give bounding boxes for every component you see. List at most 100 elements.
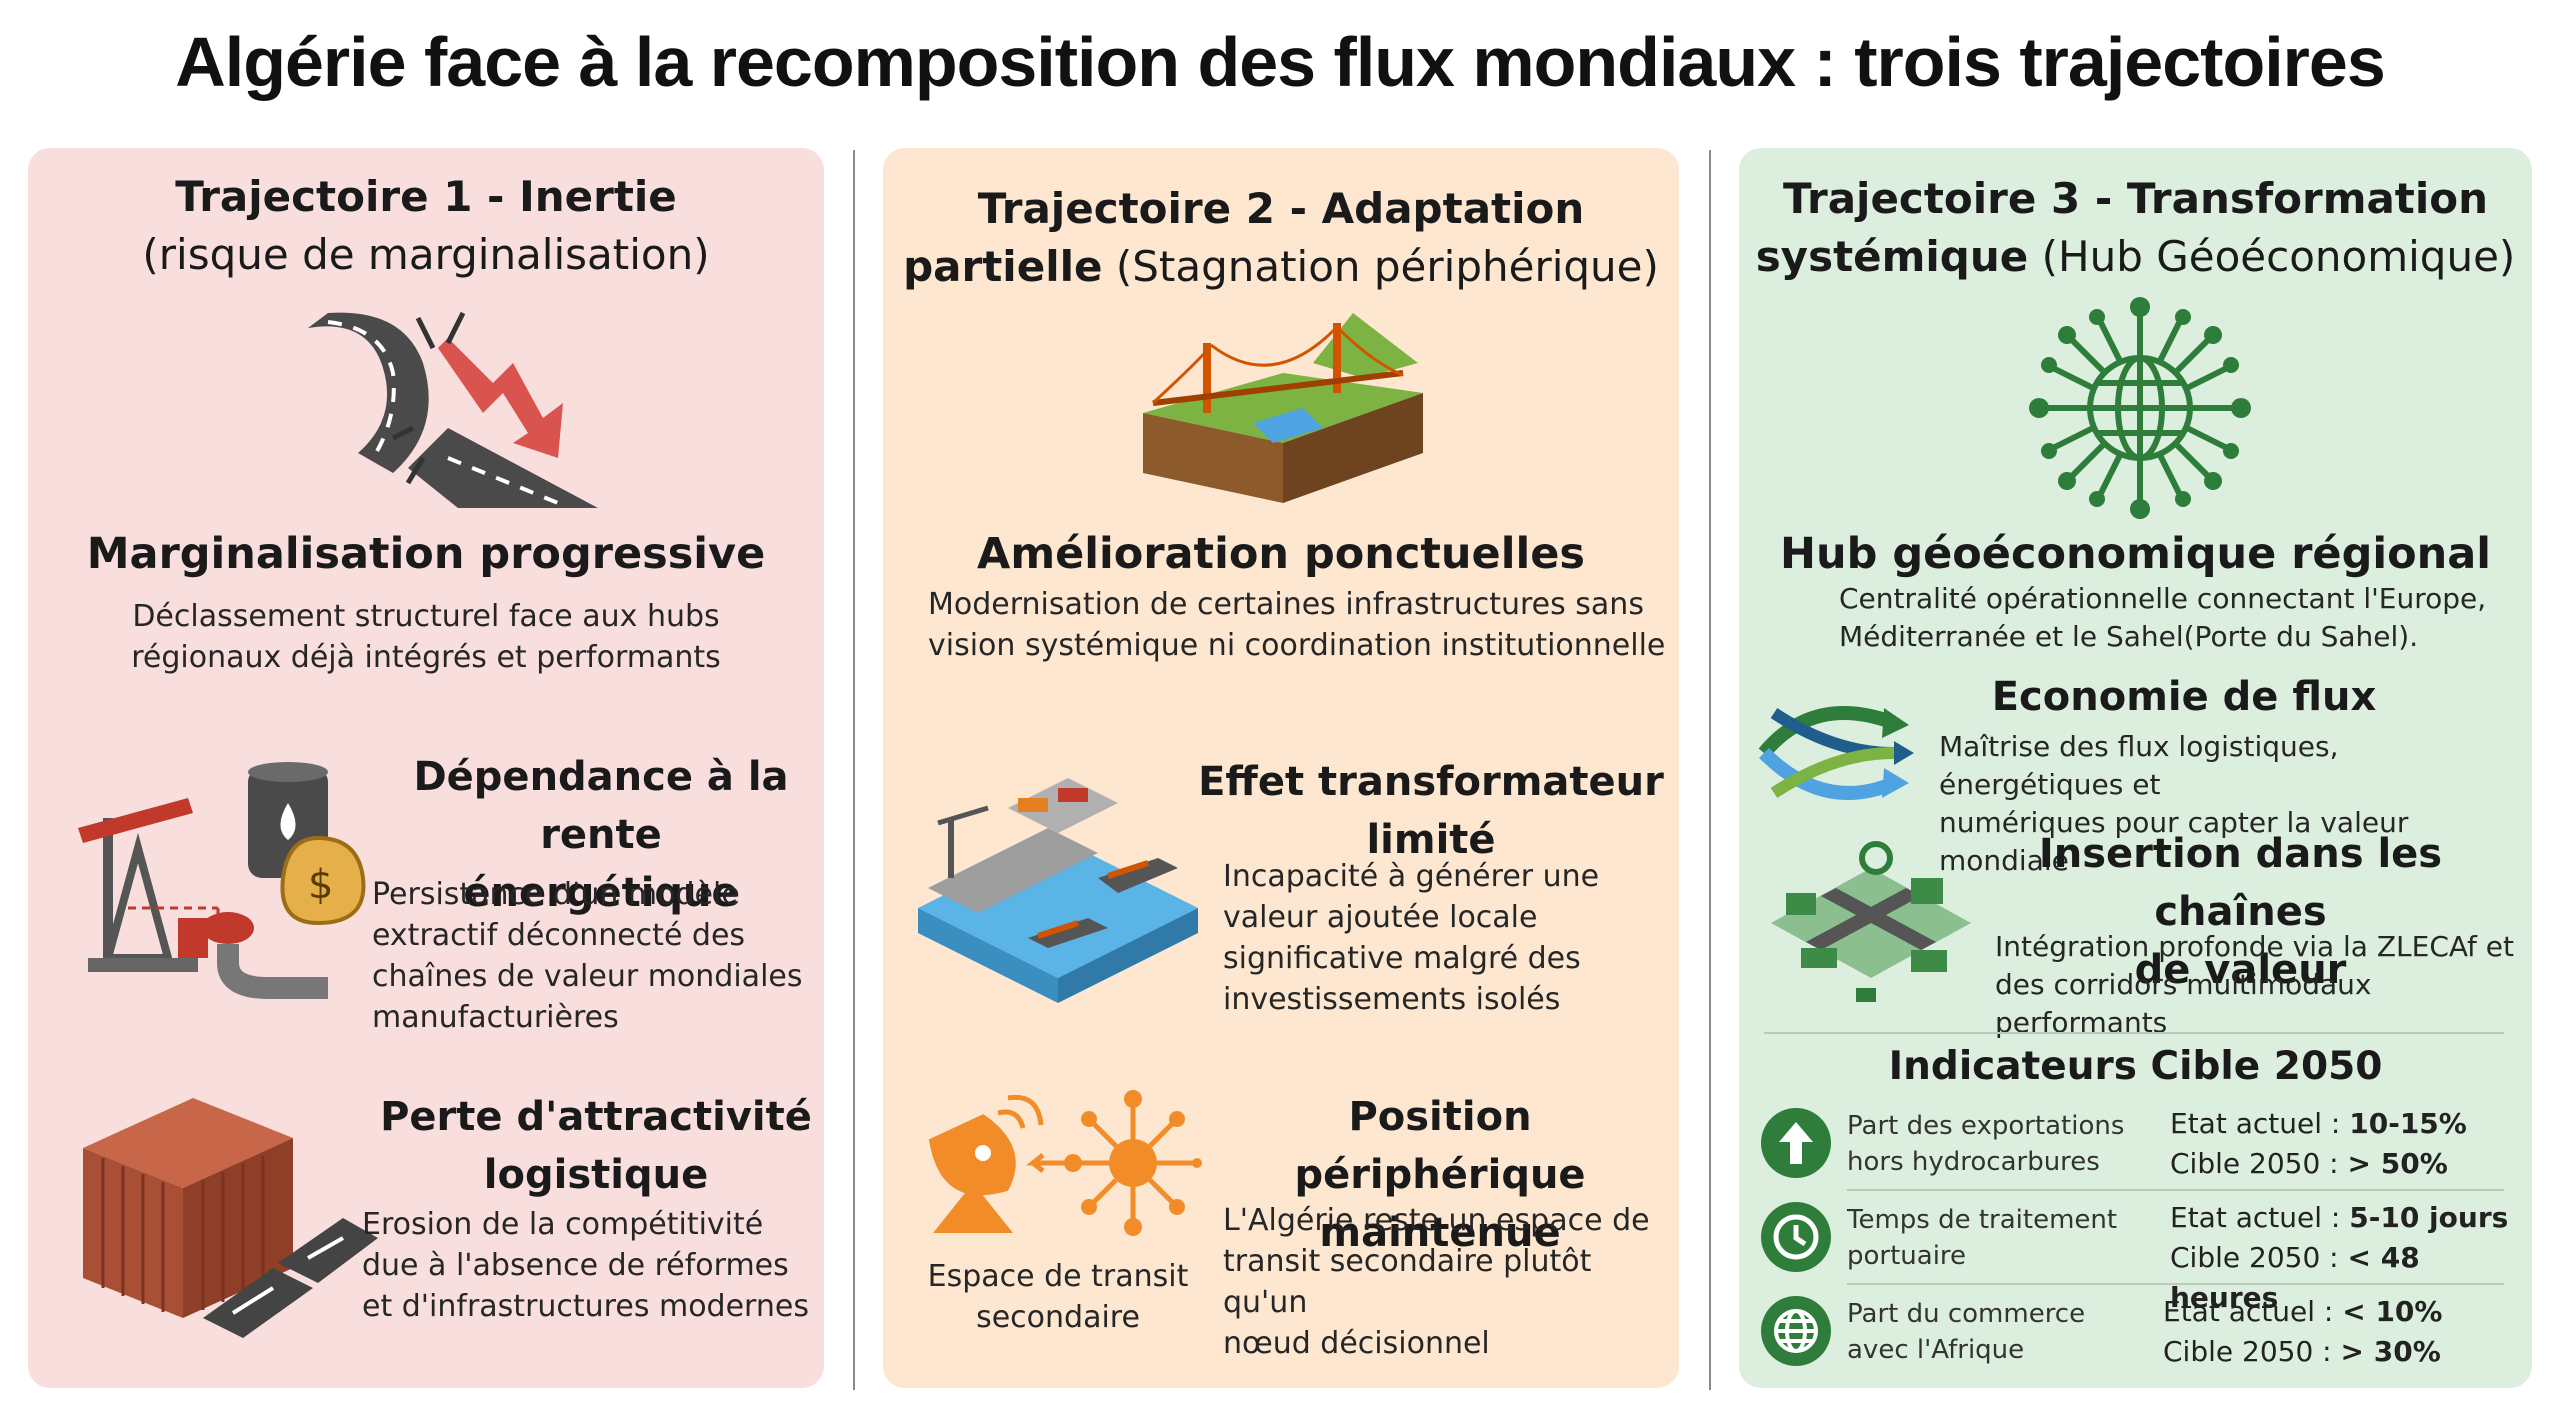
svg-text:$: $: [308, 862, 333, 908]
trajectory-2-heading-line1: Trajectoire 2 - Adaptation: [977, 184, 1585, 233]
satellite-network-icon: [928, 1090, 1202, 1236]
indicator-divider: [1847, 1189, 2504, 1191]
desc-line: vision systémique ni coordination instit…: [928, 628, 1666, 663]
logistique-desc: Erosion de la compétitivité due à l'abse…: [362, 1204, 822, 1327]
column-divider: [853, 150, 855, 1390]
trajectory-3-heading-bold: systémique: [1755, 232, 2029, 281]
desc-line: Persistance d'un modèle: [372, 877, 740, 912]
desc-line: des corridors multimodaux performants: [1995, 968, 2372, 1039]
indicators-title: Indicateurs Cible 2050: [1888, 1044, 2383, 1089]
title-line: Effet transformateur: [1198, 759, 1664, 805]
target-value: > 50%: [2347, 1147, 2448, 1180]
desc-line: extractif déconnecté des: [372, 918, 746, 953]
desc-line: investissements isolés: [1223, 982, 1561, 1017]
desc-line: Déclassement structurel face aux hubs: [132, 599, 720, 634]
indicator-values: Etat actuel : 5-10 jours Cible 2050 : < …: [2170, 1198, 2520, 1318]
desc-line: transit secondaire plutôt qu'un: [1223, 1244, 1592, 1320]
transit-caption: Espace de transit secondaire: [883, 1256, 1233, 1338]
trajectory-1-heading: Trajectoire 1 - Inertie (risque de margi…: [28, 168, 824, 284]
indicator-label: Part du commerce avec l'Afrique: [1847, 1296, 2147, 1368]
flux-title: Economie de flux: [1991, 674, 2377, 720]
title-line: logistique: [483, 1152, 709, 1198]
desc-line: nœud décisionnel: [1223, 1326, 1490, 1361]
trajectory-2-panel: Trajectoire 2 - Adaptation partielle (St…: [883, 148, 1679, 1388]
indicator-values: Etat actuel : < 10% Cible 2050 : > 30%: [2163, 1292, 2513, 1372]
effet-desc: Incapacité à générer une valeur ajoutée …: [1223, 856, 1643, 1020]
title-line: Dépendance à la rente: [413, 754, 789, 858]
indicator-label: Part des exportations hors hydrocarbures: [1847, 1108, 2147, 1180]
desc-line: numériques pour capter la valeur mondial…: [1939, 806, 2409, 877]
target-label: Cible 2050 :: [2170, 1241, 2348, 1274]
container-road-icon: [83, 1098, 378, 1338]
page-title: Algérie face à la recomposition des flux…: [175, 23, 2386, 101]
desc-line: Erosion de la compétitivité: [362, 1207, 764, 1242]
desc-line: Intégration profonde via la ZLECAf et: [1995, 930, 2515, 963]
marginalisation-title: Marginalisation progressive: [86, 529, 766, 579]
rente-desc: Persistance d'un modèle extractif déconn…: [372, 874, 812, 1038]
desc-line: significative malgré des: [1223, 941, 1581, 976]
desc-line: Modernisation de certaines infrastructur…: [928, 587, 1644, 622]
desc-line: Incapacité à générer une: [1223, 859, 1600, 894]
trajectory-2-heading-rest: (Stagnation périphérique): [1102, 242, 1659, 291]
current-label: Etat actuel :: [2170, 1107, 2350, 1140]
position-desc: L'Algérie reste un espace de transit sec…: [1223, 1200, 1673, 1364]
current-value: 10-15%: [2349, 1107, 2467, 1140]
trajectory-3-panel: Trajectoire 3 - Transformation systémiqu…: [1739, 148, 2532, 1388]
logistique-title: Perte d'attractivité logistique: [368, 1088, 824, 1204]
trajectory-3-heading-line1: Trajectoire 3 - Transformation: [1782, 174, 2489, 223]
title-line: maintenue: [1319, 1210, 1561, 1256]
oil-rent-icon: $: [78, 762, 366, 999]
target-label: Cible 2050 :: [2163, 1335, 2341, 1368]
indicator-divider: [1847, 1283, 2504, 1285]
effet-title: Effet transformateur limité: [1183, 753, 1679, 869]
flux-desc: Maîtrise des flux logistiques, énergétiq…: [1939, 728, 2529, 880]
broken-road-icon: [308, 311, 598, 508]
desc-line: et d'infrastructures modernes: [362, 1289, 809, 1324]
title-line: limité: [1366, 817, 1496, 863]
title-line: Perte d'attractivité: [380, 1094, 812, 1140]
target-value: > 30%: [2340, 1335, 2441, 1368]
marginalisation-desc: Déclassement structurel face aux hubs ré…: [28, 596, 824, 678]
desc-line: chaînes de valeur mondiales: [372, 959, 803, 994]
globe-icon: [1761, 1296, 1831, 1366]
caption-line: Espace de transit: [927, 1259, 1189, 1294]
arrow-up-icon: [1761, 1108, 1831, 1178]
clock-icon: [1761, 1202, 1831, 1272]
desc-line: L'Algérie reste un espace de: [1223, 1203, 1650, 1238]
port-icon: [918, 778, 1198, 1003]
rente-title: Dépendance à la rente énergétique: [378, 748, 824, 922]
title-line: de valeur: [2134, 947, 2347, 993]
current-label: Etat actuel :: [2163, 1295, 2343, 1328]
desc-line: Méditerranée et le Sahel(Porte du Sahel)…: [1839, 620, 2419, 653]
hub-desc: Centralité opérationnelle connectant l'E…: [1839, 580, 2519, 656]
trajectory-1-panel: Trajectoire 1 - Inertie (risque de margi…: [28, 148, 824, 1388]
trajectory-1-heading-line1: Trajectoire 1 - Inertie: [175, 172, 677, 221]
label-line: Part du commerce: [1847, 1299, 2086, 1329]
bridge-icon: [1143, 313, 1423, 503]
column-divider: [1709, 150, 1711, 1390]
hub-title: Hub géoéconomique régional: [1779, 529, 2492, 579]
current-value: < 10%: [2342, 1295, 2443, 1328]
target-value: < 48 heures: [2170, 1241, 2420, 1314]
title-line: énergétique: [463, 870, 739, 916]
amelioration-title: Amélioration ponctuelles: [977, 529, 1585, 579]
title-line: Position périphérique: [1294, 1094, 1586, 1198]
label-line: portuaire: [1847, 1241, 1967, 1271]
amelioration-desc: Modernisation de certaines infrastructur…: [928, 584, 1668, 666]
insertion-desc: Intégration profonde via la ZLECAf et de…: [1995, 928, 2525, 1042]
current-value: 5-10 jours: [2349, 1201, 2509, 1234]
crossroads-logistics-icon: [1771, 841, 1971, 1002]
indicator-label: Temps de traitement portuaire: [1847, 1202, 2147, 1274]
label-line: avec l'Afrique: [1847, 1335, 2025, 1365]
trajectory-1-heading-line2: (risque de marginalisation): [142, 230, 710, 279]
indicators-divider: [1764, 1032, 2504, 1034]
globe-network-icon: [2029, 297, 2251, 519]
trajectory-3-heading: Trajectoire 3 - Transformation systémiqu…: [1739, 170, 2532, 286]
desc-line: valeur ajoutée locale: [1223, 900, 1538, 935]
caption-line: secondaire: [976, 1300, 1140, 1335]
label-line: hors hydrocarbures: [1847, 1147, 2100, 1177]
insertion-title: Insertion dans les chaînes de valeur: [1949, 825, 2532, 999]
trajectory-3-heading-rest: (Hub Géoéconomique): [2028, 232, 2516, 281]
desc-line: Maîtrise des flux logistiques, énergétiq…: [1939, 730, 2339, 801]
desc-line: manufacturières: [372, 1000, 619, 1035]
